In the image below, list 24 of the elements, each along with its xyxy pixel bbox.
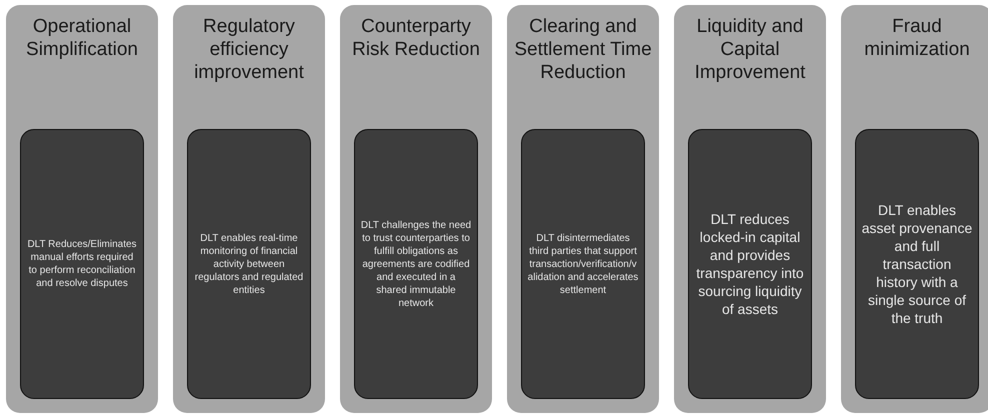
description-text: DLT reduces locked-in capital and provides transparency into sourcing liquidity of assets bbox=[695, 210, 805, 318]
column-heading: Counterparty Risk Reduction bbox=[351, 15, 481, 61]
column-heading: Regulatory efficiency improvement bbox=[193, 15, 305, 84]
description-text: DLT challenges the need to trust counterparties to fulfill obligations as agreements are codified and executed in a shared immutable network bbox=[360, 218, 472, 310]
column-panel bbox=[841, 5, 988, 413]
column-heading: Operational Simplification bbox=[25, 15, 139, 61]
description-card bbox=[354, 129, 478, 399]
description-card bbox=[855, 129, 979, 399]
description-text: DLT enables real-time monitoring of financial activity between regulators and regulated entities bbox=[194, 232, 304, 296]
description-card bbox=[521, 129, 645, 399]
column-panel bbox=[173, 5, 325, 413]
description-card bbox=[688, 129, 812, 399]
column-heading: Liquidity and Capital Improvement bbox=[694, 15, 806, 84]
description-text: DLT Reduces/Eliminates manual efforts required to perform reconciliation and resolve disputes bbox=[26, 238, 138, 290]
description-card bbox=[187, 129, 311, 399]
description-card bbox=[20, 129, 144, 399]
column-panel bbox=[340, 5, 492, 413]
column-heading: Fraud minimization bbox=[863, 15, 971, 61]
description-text: DLT disintermediates third parties that support transaction/verification/validation and accelerates settlement bbox=[527, 232, 639, 296]
column-panel bbox=[6, 5, 158, 413]
column-panel bbox=[507, 5, 659, 413]
description-text: DLT enables asset provenance and full transaction history with a single source of the truth bbox=[861, 201, 973, 327]
column-heading: Clearing and Settlement Time Reduction bbox=[513, 15, 653, 84]
column-panel bbox=[674, 5, 826, 413]
